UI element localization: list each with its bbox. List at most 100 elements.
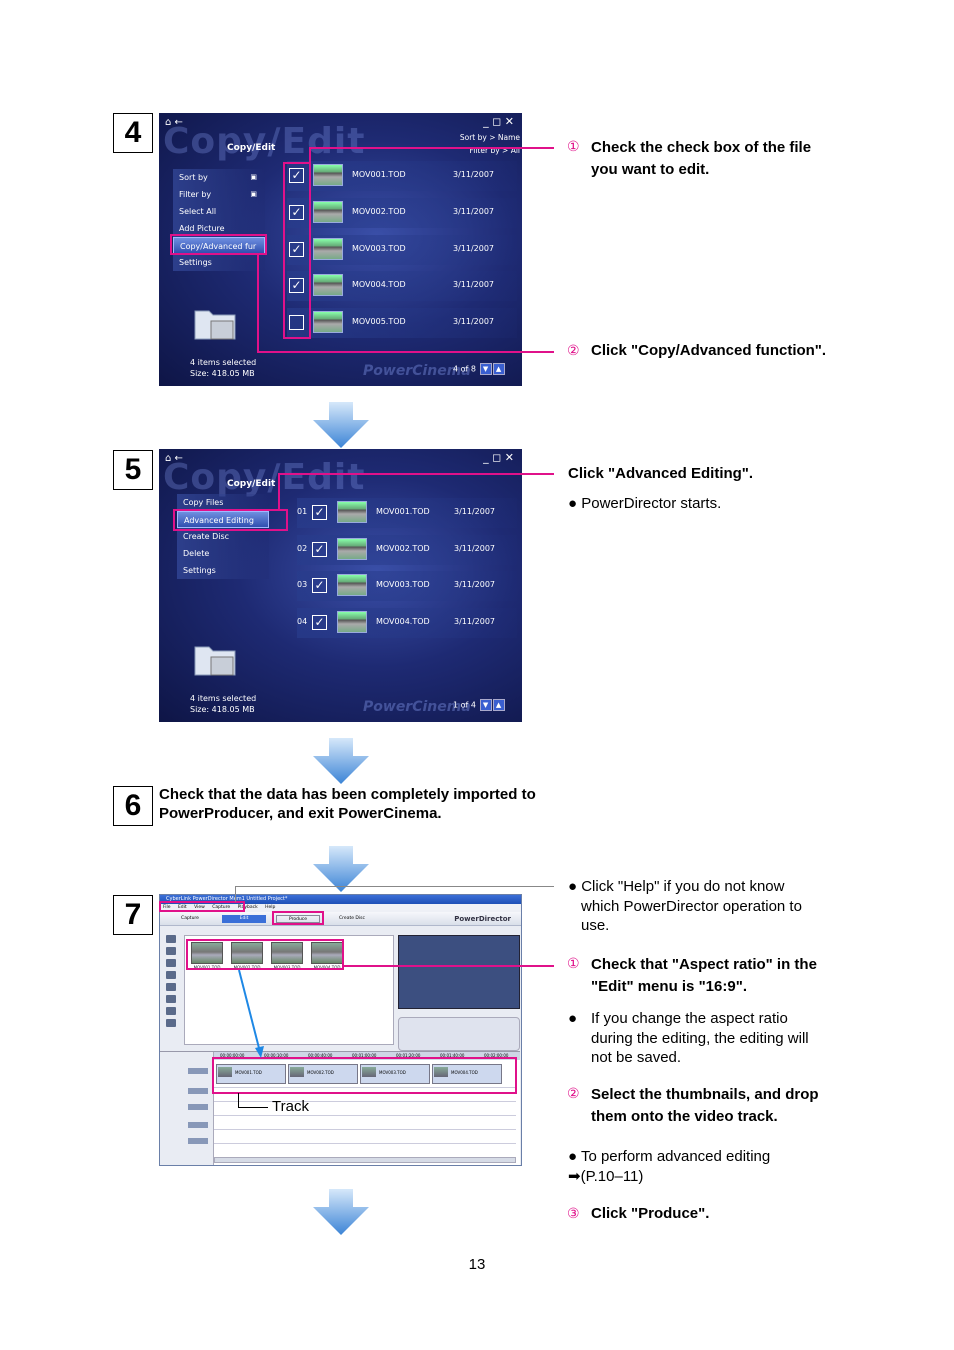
menu-playback[interactable]: Playback: [237, 905, 258, 910]
menu-file[interactable]: File: [163, 905, 171, 910]
file-name: MOV001.TOD: [352, 170, 406, 179]
video-thumbnail: [313, 164, 343, 186]
step5-bullet: ● PowerDirector starts.: [568, 495, 722, 512]
file-row[interactable]: 02 ✓ MOV002.TOD 3/11/2007: [297, 535, 517, 565]
checkbox[interactable]: ✓: [312, 505, 327, 520]
produce-tab-highlight: [272, 911, 324, 925]
checkbox[interactable]: ✓: [289, 168, 304, 183]
callout-line: [278, 473, 554, 475]
file-date: 3/11/2007: [453, 170, 495, 179]
help-note: ● Click "Help" if you do not know which …: [568, 878, 802, 934]
video-thumbnail: [313, 238, 343, 260]
background-title: Copy/Edit: [163, 457, 366, 498]
checkbox[interactable]: [289, 315, 304, 330]
step-6-number: 6: [113, 786, 153, 826]
file-row[interactable]: 04 ✓ MOV004.TOD 3/11/2007: [297, 608, 517, 638]
callout-line: [238, 1107, 268, 1108]
menu-help[interactable]: Help: [265, 905, 276, 910]
callout-line: [235, 886, 554, 887]
tab-create-disc[interactable]: Create Disc: [339, 916, 365, 921]
horizontal-scrollbar[interactable]: [214, 1157, 516, 1163]
menu-item-add-picture[interactable]: Add Picture: [173, 220, 265, 237]
checkbox[interactable]: ✓: [289, 205, 304, 220]
tab-produce[interactable]: Produce: [276, 915, 320, 923]
tool-icons[interactable]: [166, 935, 180, 1031]
menu-item-copy-files[interactable]: Copy Files: [177, 494, 269, 511]
video-thumbnail: [313, 274, 343, 296]
file-date: 3/11/2007: [454, 507, 496, 516]
dropdown-icon: ▣: [250, 190, 257, 198]
track-headers: [160, 1052, 214, 1165]
library-label: MOV004.TOD: [313, 965, 341, 970]
drag-arrow-icon: [238, 969, 264, 1058]
chevron-down-icon[interactable]: ▼: [479, 699, 492, 711]
time-ruler[interactable]: 00:00:00:00 00:00:10:00 00:00:40:00 00:0…: [214, 1052, 520, 1060]
checkbox[interactable]: ✓: [312, 615, 327, 630]
menu-item-settings[interactable]: Settings: [173, 254, 265, 271]
menu-edit[interactable]: Edit: [177, 905, 187, 910]
video-thumbnail: [313, 311, 343, 333]
library-thumbnail[interactable]: [191, 942, 223, 964]
timeline-clip[interactable]: MOV003.TOD: [360, 1064, 430, 1084]
file-date: 3/11/2007: [453, 280, 495, 289]
menu-item-settings[interactable]: Settings: [177, 562, 269, 579]
track[interactable]: [214, 1104, 516, 1116]
video-thumbnail: [337, 501, 367, 523]
file-row[interactable]: MOV005.TOD 3/11/2007: [287, 308, 517, 338]
library-label: MOV001.TOD: [193, 965, 221, 970]
home-back-icons[interactable]: ⌂ ←: [165, 117, 183, 128]
file-name: MOV003.TOD: [376, 580, 430, 589]
track[interactable]: [214, 1132, 516, 1144]
step7-annotation-2: Select the thumbnails, and drop them ont…: [591, 1086, 819, 1125]
menu-item-create-disc[interactable]: Create Disc: [177, 528, 269, 545]
file-row[interactable]: 01 ✓ MOV001.TOD 3/11/2007: [297, 498, 517, 528]
menu-item-advanced-editing[interactable]: Advanced Editing: [177, 511, 269, 528]
menu-capture[interactable]: Capture: [212, 905, 231, 910]
track[interactable]: [214, 1090, 516, 1102]
menu-item-filter-by[interactable]: Filter by▣: [173, 186, 265, 203]
callout-number-2: ②: [567, 342, 580, 358]
chevron-down-icon[interactable]: ▼: [479, 363, 492, 375]
step-4-number: 4: [113, 113, 153, 153]
chevron-up-icon[interactable]: ▲: [492, 363, 505, 375]
step-5-number: 5: [113, 450, 153, 490]
tab-edit[interactable]: Edit: [222, 915, 266, 923]
file-row[interactable]: ✓ MOV003.TOD 3/11/2007: [287, 235, 517, 265]
file-row[interactable]: ✓ MOV002.TOD 3/11/2007: [287, 198, 517, 228]
step4-annotation-2: Click "Copy/Advanced function".: [591, 342, 827, 359]
file-name: MOV004.TOD: [376, 617, 430, 626]
file-name: MOV002.TOD: [352, 207, 406, 216]
home-back-icons[interactable]: ⌂ ←: [165, 453, 183, 464]
down-arrow-icon: [313, 402, 369, 448]
window-controls[interactable]: _ ◻ ✕: [483, 451, 514, 464]
file-row[interactable]: ✓ MOV001.TOD 3/11/2007: [287, 161, 517, 191]
pager[interactable]: 4 of 8 ▼▲: [453, 363, 505, 375]
menu-item-sort-by[interactable]: Sort by▣: [173, 169, 265, 186]
callout-line: [238, 1093, 239, 1107]
timeline-clip[interactable]: MOV002.TOD: [288, 1064, 358, 1084]
library-thumbnail[interactable]: [231, 942, 263, 964]
timeline-clip[interactable]: MOV001.TOD: [216, 1064, 286, 1084]
checkbox[interactable]: ✓: [289, 242, 304, 257]
menu-item-select-all[interactable]: Select All: [173, 203, 265, 220]
step7-annotation-1: Check that "Aspect ratio" in the "Edit" …: [591, 956, 817, 995]
video-track[interactable]: MOV001.TOD MOV002.TOD MOV003.TOD MOV004.…: [214, 1062, 516, 1088]
track[interactable]: [214, 1118, 516, 1130]
tab-capture[interactable]: Capture: [181, 916, 199, 921]
thumbnails-highlight: [186, 939, 344, 970]
checkbox[interactable]: ✓: [289, 278, 304, 293]
checkbox[interactable]: ✓: [312, 578, 327, 593]
menu-view[interactable]: View: [194, 905, 205, 910]
timeline-clip[interactable]: MOV004.TOD: [432, 1064, 502, 1084]
pager[interactable]: 1 of 4 ▼▲: [453, 699, 505, 711]
playback-controls[interactable]: [398, 1017, 520, 1051]
library-thumbnail[interactable]: [271, 942, 303, 964]
checkbox[interactable]: ✓: [312, 542, 327, 557]
aspect-bullet: ●: [568, 1010, 578, 1027]
menu-item-delete[interactable]: Delete: [177, 545, 269, 562]
file-row[interactable]: ✓ MOV004.TOD 3/11/2007: [287, 271, 517, 301]
chevron-up-icon[interactable]: ▲: [492, 699, 505, 711]
video-thumbnail: [337, 574, 367, 596]
file-row[interactable]: 03 ✓ MOV003.TOD 3/11/2007: [297, 571, 517, 601]
window-controls[interactable]: _ ◻ ✕: [483, 115, 514, 128]
